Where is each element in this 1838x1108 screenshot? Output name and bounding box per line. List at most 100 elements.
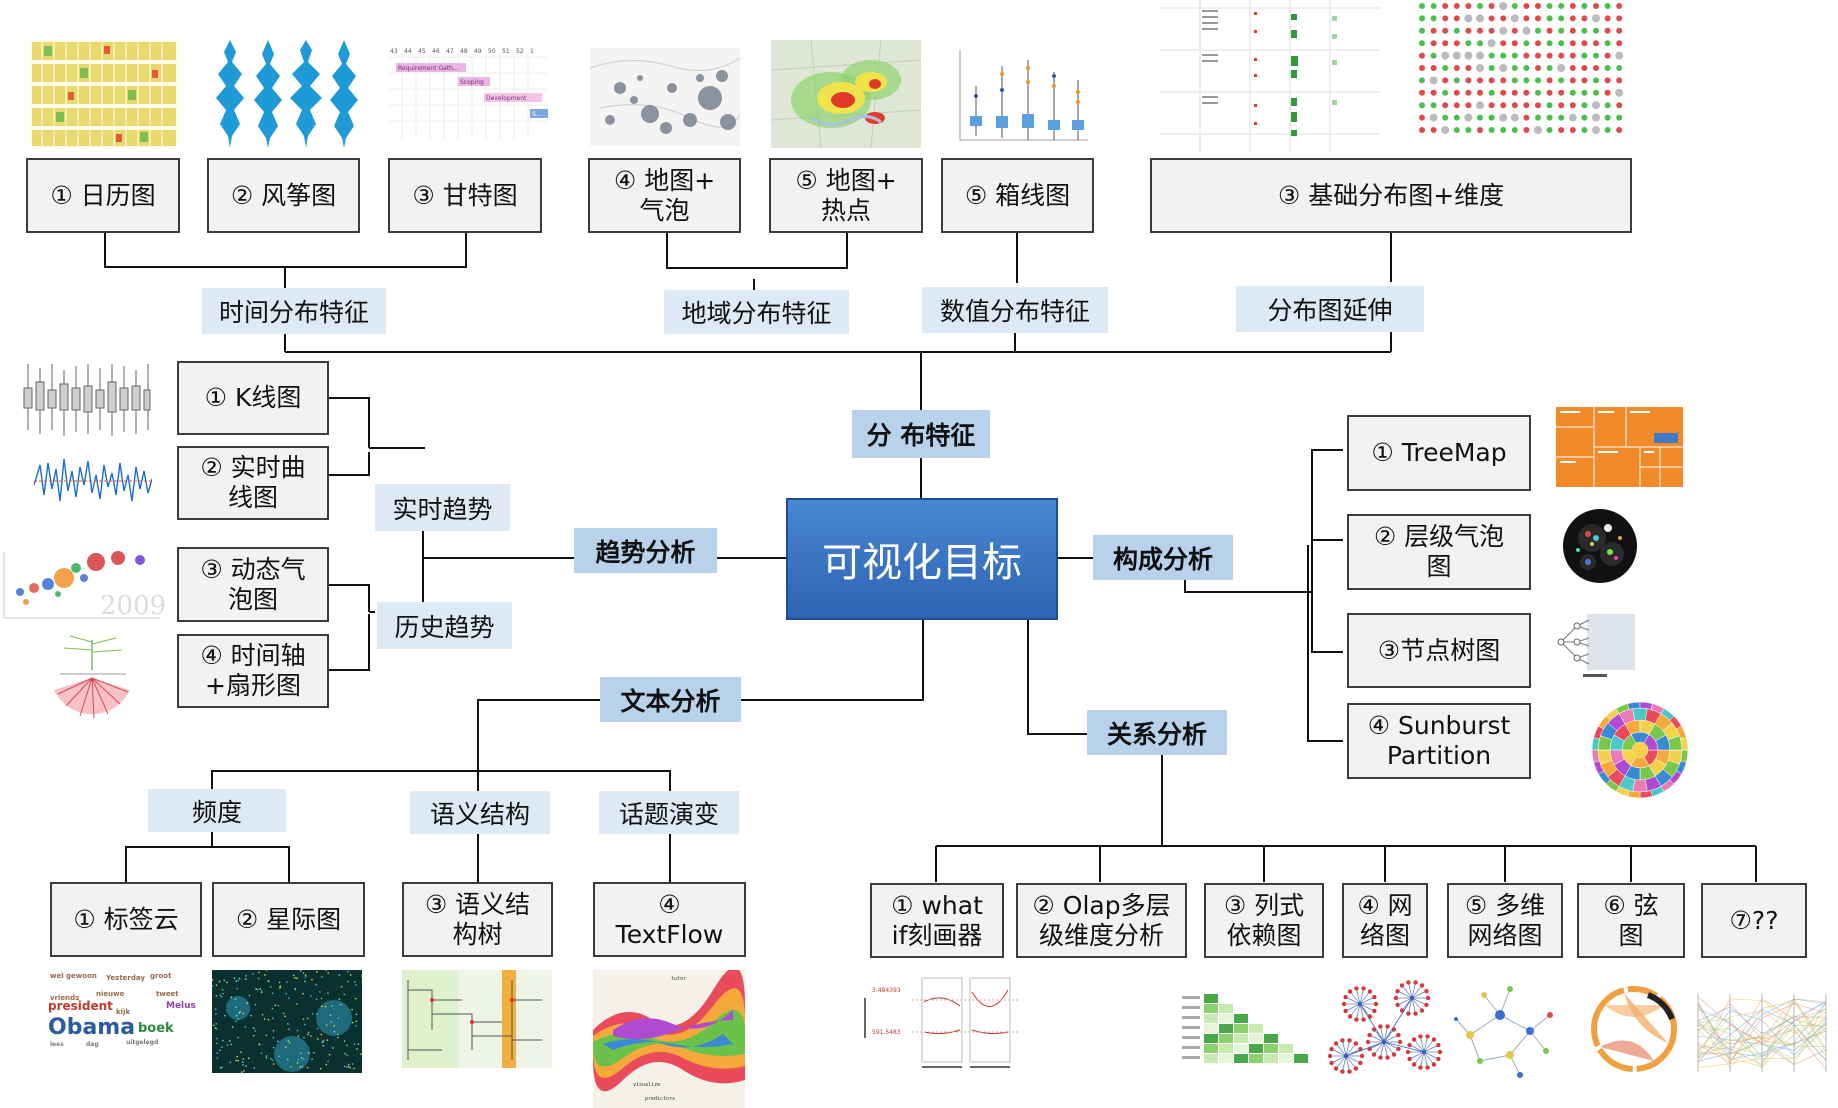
category-trend: 趋势分析 bbox=[574, 528, 717, 573]
leaf-network: ④ 网络图 bbox=[1342, 883, 1428, 958]
whatif-thumbnail: 3.484393 591.5483 bbox=[862, 972, 1020, 1080]
leaf-column-dependency: ③ 列式依赖图 bbox=[1204, 883, 1324, 958]
root-node: 可视化目标 bbox=[786, 498, 1058, 620]
leaf-kline: ① K线图 bbox=[177, 361, 329, 435]
boxplot-thumbnail bbox=[948, 46, 1090, 150]
leaf-semantic-tree: ③ 语义结构树 bbox=[402, 882, 553, 957]
leaf-star-chart: ② 星际图 bbox=[212, 882, 365, 957]
tag-cloud-word: Obama bbox=[48, 1015, 135, 1040]
leaf-olap: ② Olap多层级维度分析 bbox=[1016, 883, 1187, 958]
category-relation: 关系分析 bbox=[1087, 710, 1227, 755]
calendar-thumbnail bbox=[30, 40, 178, 148]
leaf-dynamic-bubble: ③ 动态气泡图 bbox=[177, 547, 329, 622]
textflow-word: visualize bbox=[633, 1082, 660, 1088]
timeline-fan-thumbnail bbox=[50, 630, 135, 722]
parallel-coordinates-thumbnail bbox=[1690, 988, 1838, 1076]
category-composition: 构成分析 bbox=[1093, 535, 1233, 580]
node-tree-thumbnail bbox=[1553, 612, 1637, 680]
gantt-task-label: Requirement Gath... bbox=[398, 65, 459, 72]
gantt-tick-label: 49 bbox=[474, 48, 482, 55]
gantt-thumbnail: 43 44 45 46 47 48 49 50 51 52 1 Requirement Gath..… bbox=[388, 45, 548, 140]
map-bubble-thumbnail bbox=[590, 48, 740, 146]
svg-text:dag: dag bbox=[86, 1041, 99, 1048]
leaf-multi-network: ⑤ 多维网络图 bbox=[1447, 883, 1563, 958]
gantt-tick-label: 43 bbox=[390, 48, 398, 55]
sunburst-thumbnail bbox=[1590, 700, 1690, 800]
kline-thumbnail bbox=[20, 360, 152, 440]
gantt-task-label: S... bbox=[532, 111, 542, 118]
whatif-value: 3.484393 bbox=[872, 987, 901, 994]
gantt-task-label: Development bbox=[486, 95, 527, 102]
basic-distribution-thumbnail bbox=[1160, 0, 1380, 152]
leaf-unknown: ⑦?? bbox=[1701, 883, 1807, 958]
star-chart-thumbnail bbox=[212, 970, 362, 1073]
tag-cloud-word: Melus bbox=[166, 1001, 196, 1011]
category-text: 文本分析 bbox=[600, 677, 741, 722]
svg-text:uitgelegd: uitgelegd bbox=[126, 1039, 158, 1046]
treemap-thumbnail bbox=[1556, 407, 1683, 487]
subcategory-frequency: 频度 bbox=[148, 789, 286, 832]
dynamic-bubble-thumbnail: 2009 bbox=[0, 548, 165, 624]
subcategory-geo-distribution: 地域分布特征 bbox=[664, 290, 849, 334]
leaf-chord: ⑥ 弦图 bbox=[1577, 883, 1685, 958]
leaf-kite: ② 风筝图 bbox=[207, 158, 360, 233]
subcategory-time-distribution: 时间分布特征 bbox=[202, 288, 386, 334]
leaf-map-heat: ⑤ 地图+热点 bbox=[769, 158, 923, 233]
svg-text:kijk: kijk bbox=[116, 1008, 130, 1016]
svg-text:tweet: tweet bbox=[156, 990, 179, 998]
subcategory-value-distribution: 数值分布特征 bbox=[922, 287, 1108, 333]
leaf-timeline-fan: ④ 时间轴+扇形图 bbox=[177, 634, 329, 708]
hierarchical-bubble-thumbnail bbox=[1562, 508, 1638, 584]
svg-text:lees: lees bbox=[50, 1041, 64, 1048]
leaf-realtime-curve: ② 实时曲线图 bbox=[177, 446, 329, 520]
semantic-tree-thumbnail bbox=[402, 970, 552, 1068]
gantt-tick-label: 51 bbox=[502, 48, 510, 55]
multi-network-thumbnail bbox=[1450, 975, 1560, 1083]
gantt-tick-label: 47 bbox=[446, 48, 454, 55]
leaf-gantt: ③ 甘特图 bbox=[388, 158, 542, 233]
gantt-tick-label: 48 bbox=[460, 48, 468, 55]
subcategory-semantic: 语义结构 bbox=[410, 791, 550, 834]
bubble-year-label: 2009 bbox=[100, 591, 165, 621]
subcategory-distribution-ext: 分布图延伸 bbox=[1236, 286, 1424, 332]
whatif-value: 591.5483 bbox=[872, 1029, 901, 1036]
textflow-word: tutor bbox=[671, 976, 686, 982]
leaf-map-bubble: ④ 地图+气泡 bbox=[588, 158, 741, 233]
leaf-basic-distribution: ③ 基础分布图+维度 bbox=[1150, 158, 1632, 233]
leaf-tag-cloud: ① 标签云 bbox=[50, 882, 202, 957]
category-distribution: 分 布特征 bbox=[852, 410, 990, 458]
kite-thumbnail bbox=[210, 40, 360, 148]
gantt-tick-label: 46 bbox=[432, 48, 440, 55]
dot-matrix-thumbnail bbox=[1416, 0, 1628, 140]
chord-thumbnail bbox=[1590, 985, 1678, 1073]
svg-text:wel gewoon: wel gewoon bbox=[50, 972, 97, 980]
gantt-tick-label: 50 bbox=[488, 48, 496, 55]
realtime-curve-thumbnail bbox=[34, 445, 152, 515]
leaf-node-tree: ③节点树图 bbox=[1347, 613, 1531, 688]
leaf-calendar: ① 日历图 bbox=[26, 158, 180, 233]
svg-text:nieuwe: nieuwe bbox=[96, 990, 125, 998]
svg-text:vriends: vriends bbox=[50, 994, 79, 1002]
gantt-tick-label: 45 bbox=[418, 48, 426, 55]
subcategory-history-trend: 历史趋势 bbox=[377, 602, 512, 649]
textflow-word: predictors bbox=[645, 1096, 675, 1102]
column-dependency-thumbnail bbox=[1180, 990, 1320, 1074]
map-heat-thumbnail bbox=[771, 40, 921, 148]
svg-text:Yesterday: Yesterday bbox=[105, 974, 145, 982]
network-thumbnail bbox=[1320, 968, 1450, 1083]
leaf-hierarchical-bubble: ② 层级气泡图 bbox=[1347, 514, 1531, 590]
gantt-tick-label: 52 bbox=[516, 48, 524, 55]
leaf-boxplot: ⑤ 箱线图 bbox=[941, 158, 1094, 233]
gantt-tick-label: 1 bbox=[530, 48, 534, 55]
tag-cloud-word: president bbox=[48, 999, 113, 1013]
textflow-thumbnail: tutor predictors visualize bbox=[593, 970, 745, 1108]
gantt-task-label: Scoping bbox=[460, 79, 484, 86]
tag-cloud-word: boek bbox=[138, 1021, 174, 1036]
gantt-tick-label: 44 bbox=[404, 48, 412, 55]
